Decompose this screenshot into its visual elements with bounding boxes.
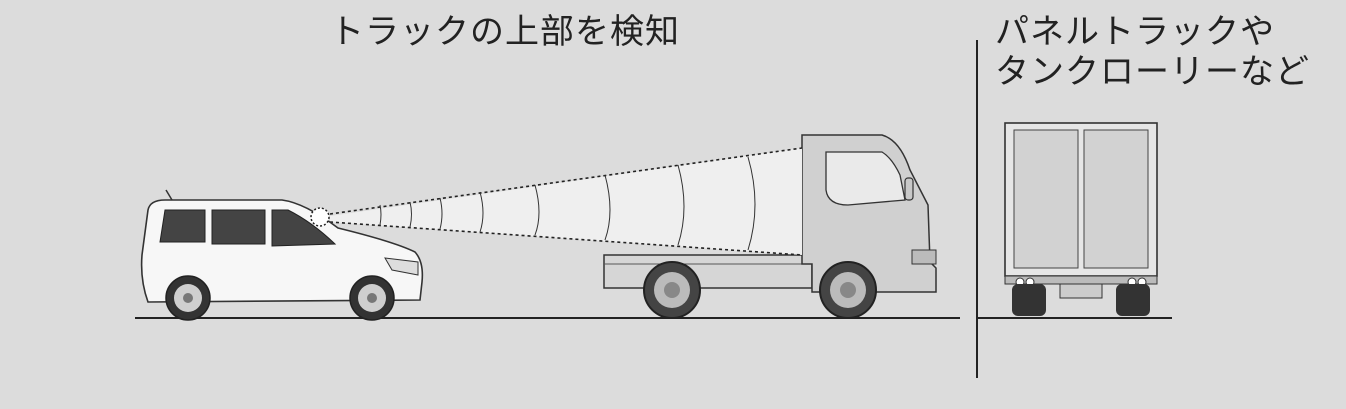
side-caption: パネルトラックや タンクローリーなど [995, 12, 1310, 92]
panel-truck-wheel-right [1116, 284, 1150, 316]
panel-truck-wheel-left [1012, 284, 1046, 316]
car [140, 189, 424, 321]
car-window-middle [211, 209, 266, 245]
car-rear-wheel [165, 275, 211, 321]
truck-front-wheel [819, 261, 877, 319]
car-window-front [271, 209, 337, 247]
main-caption: トラックの上部を検知 [330, 12, 680, 52]
detection-cone [329, 147, 803, 256]
truck-window [825, 151, 906, 206]
flatbed-truck [603, 134, 937, 319]
panel-door-left [1013, 129, 1079, 269]
car-window-rear [159, 209, 206, 243]
truck-rear-wheel [643, 261, 701, 319]
camera-sensor [310, 207, 330, 227]
panel-door-right [1083, 129, 1149, 269]
truck-flatbed [603, 254, 813, 289]
car-front-wheel [349, 275, 395, 321]
side-caption-line-1: パネルトラックや [995, 12, 1275, 52]
side-caption-line-2: タンクローリーなど [995, 52, 1310, 92]
panel-truck-rear [1004, 122, 1158, 316]
